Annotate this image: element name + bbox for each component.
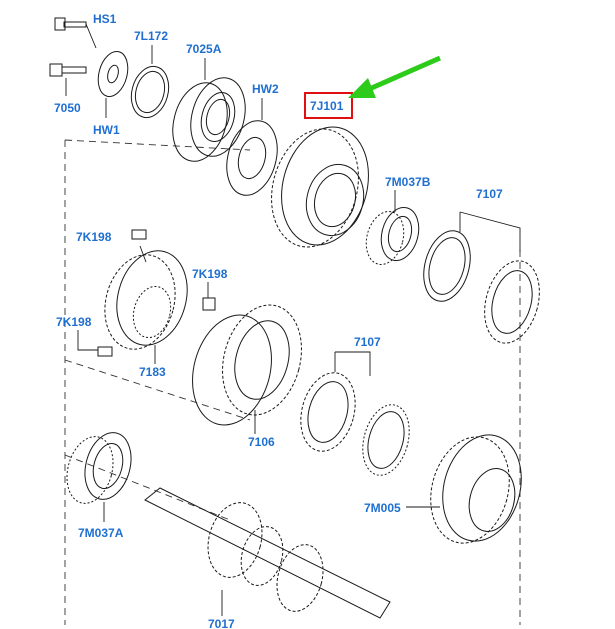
highlight-box	[304, 92, 353, 119]
bearing-7025a	[172, 58, 246, 162]
gear-7m005	[406, 434, 522, 544]
gear-7j101	[271, 126, 369, 248]
label-hw1: HW1	[93, 123, 120, 137]
label-7107-mid: 7107	[354, 335, 381, 349]
sync-rings-7107-mid	[300, 351, 410, 476]
sync-hub-7183	[104, 250, 188, 364]
snap-ring-7l172	[130, 45, 170, 119]
bolt-7050	[49, 63, 87, 96]
label-7l172: 7L172	[134, 29, 168, 43]
label-7m037b: 7M037B	[385, 175, 431, 189]
needle-bearing-7m037a	[66, 432, 132, 522]
label-hw2: HW2	[252, 82, 279, 96]
label-7k198-c: 7K198	[56, 315, 92, 329]
sleeve-7106	[192, 304, 302, 434]
label-7050: 7050	[54, 101, 81, 115]
sync-rings-7107-top	[423, 211, 540, 344]
label-7k198-a: 7K198	[76, 230, 112, 244]
bolt-hs1	[54, 17, 97, 49]
label-7107-top: 7107	[476, 187, 503, 201]
washer-hw1	[97, 50, 129, 118]
label-7183: 7183	[139, 365, 166, 379]
label-7017: 7017	[208, 617, 235, 629]
needle-bearing-7m037b	[365, 190, 420, 265]
assembly-outline	[64, 139, 521, 625]
label-7k198-b: 7K198	[192, 267, 228, 281]
label-7m037a: 7M037A	[78, 526, 124, 540]
label-7106: 7106	[248, 435, 275, 449]
washer-hw2	[226, 98, 278, 196]
label-7m005: 7M005	[364, 501, 401, 515]
pointer-arrow	[348, 55, 442, 98]
label-7025a: 7025A	[186, 42, 222, 56]
label-hs1: HS1	[93, 12, 117, 26]
struts-7k198	[77, 229, 216, 357]
shaft-7017	[144, 487, 391, 619]
label-7j101: 7J101	[310, 99, 344, 113]
